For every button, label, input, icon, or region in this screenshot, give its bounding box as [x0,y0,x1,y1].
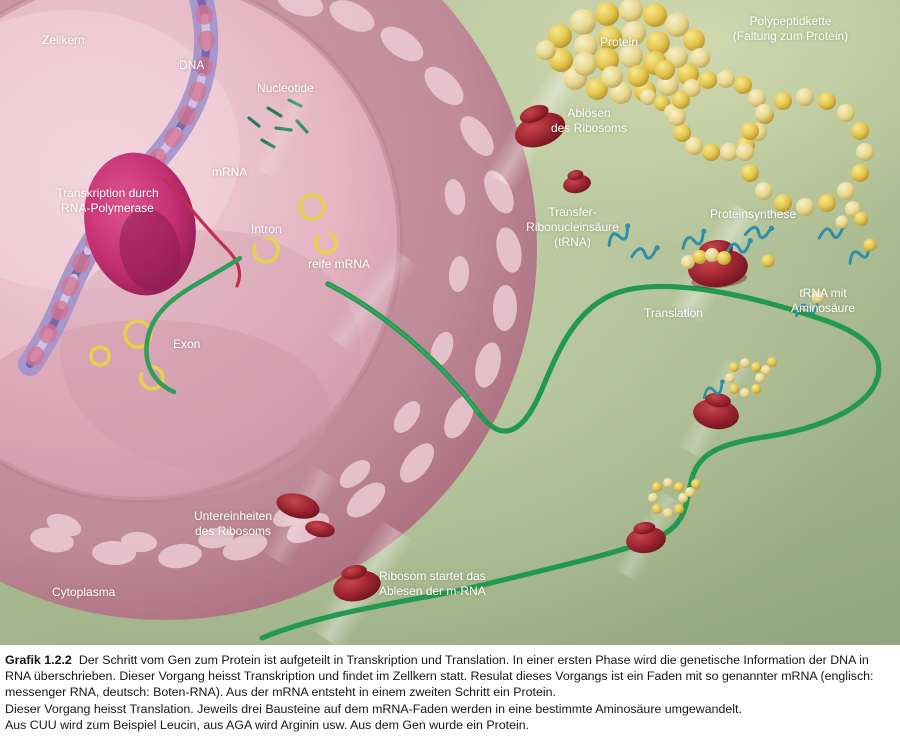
ribosome-subunit-small [305,520,335,538]
label-intron: Intron [251,222,282,236]
label-abloesen: Ablösen des Ribosoms [550,106,628,135]
label-ribosom-startet: Ribosom startet das Ablesen der m-RNA [379,569,486,598]
label-dna: DNA [179,58,205,72]
polypeptide-chain [640,70,874,226]
nuclear-pores [30,0,522,569]
caption-text: Der Schritt vom Gen zum Protein ist aufg… [5,653,874,700]
ribosome-on-loop [693,392,739,430]
caption-number: Grafik 1.2.2 [5,653,72,667]
protein-cluster [536,0,710,104]
illustration: Zellkern DNA Nucleotide mRNA Transkripti… [0,0,900,645]
label-trna-mit-aminosaeure: tRNA mit Aminosäure [790,286,856,315]
label-proteinsynthese: Proteinsynthese [710,207,797,221]
label-nucleotide: Nucleotide [257,81,314,95]
ribosome-release [514,104,566,148]
label-cytoplasma: Cytoplasma [52,585,116,599]
label-translation: Translation [644,306,703,320]
illustration-art [0,0,882,645]
ribosome-lower [626,521,666,554]
label-mrna: mRNA [212,165,248,179]
caption-line2: Dieser Vorgang heisst Translation. Jewei… [5,701,742,716]
label-reife-mrna: reife mRNA [308,257,371,271]
caption-line3: Aus CUU wird zum Beispiel Leucin, aus AG… [5,717,530,732]
ribosome-small-free [563,170,591,194]
mrna-strand [144,255,882,641]
ribosome-start [333,564,381,602]
label-zellkern: Zellkern [42,33,85,47]
amino-acid-beads [681,215,877,304]
label-protein: Protein [600,35,639,49]
peptide-coils [648,357,777,518]
label-polypeptidkette: Polypeptidkette (Faltung zum Protein) [732,14,849,43]
label-untereinheiten: Untereinheiten des Ribosoms [193,509,273,538]
nascent-mrna-strand [163,178,242,288]
label-trna: Transfer- Ribonucleinsäure (tRNA) [526,205,619,249]
label-exon: Exon [173,337,201,351]
ribosome-subunit-large [276,493,320,519]
label-transkription: Transkription durch RNA-Polymerase [56,186,159,215]
rna-polymerase [84,152,196,296]
